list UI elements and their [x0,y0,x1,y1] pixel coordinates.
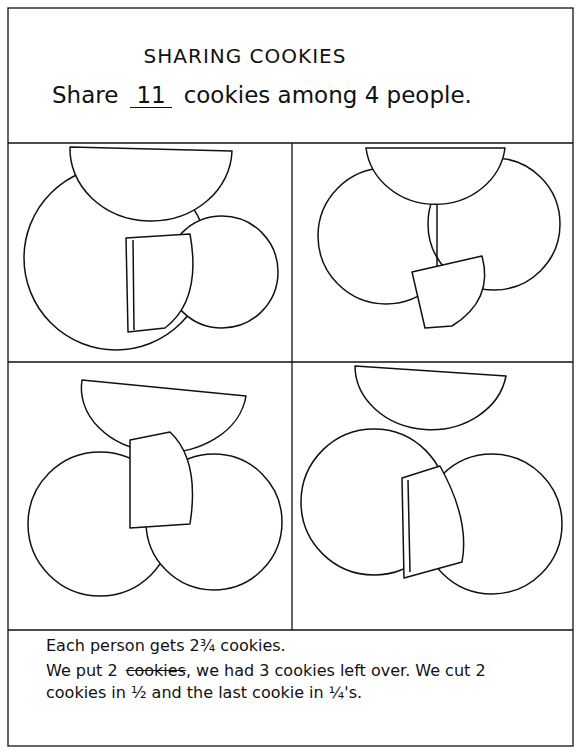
page-border [8,8,573,746]
crossed-out-word: cookies [126,661,186,680]
grid-line [291,143,292,630]
grid-line [8,142,573,143]
cookie-group [318,148,560,328]
quarter-cookie [412,256,485,328]
prompt-text: Share [52,82,118,108]
answer-text: Each person gets 2¾ cookies. [46,636,566,655]
quarter-cookie [402,466,464,578]
cookie-group [28,380,282,596]
quarter-cookie [130,432,193,528]
worksheet-title: SHARING COOKIES [0,44,490,68]
quarter-cookie [126,234,193,332]
cookie-edge [133,240,134,330]
grid-line [8,629,573,630]
half-cookie [355,366,506,430]
cookie-edge [408,480,410,572]
grid-line [8,361,573,362]
prompt-line: Share 11 cookies among 4 people. [52,82,552,108]
explanation-text: We put 2cookies, we had 3 cookies left o… [46,660,546,704]
cookie-count: 11 [130,83,171,108]
cookie-group [301,366,562,594]
cookie-edge [436,195,438,270]
half-cookie [70,147,232,221]
cookie-group [24,147,278,350]
explanation-part: We put 2 [46,661,118,680]
prompt-text: cookies among 4 people. [184,82,472,108]
half-cookie [366,148,505,204]
